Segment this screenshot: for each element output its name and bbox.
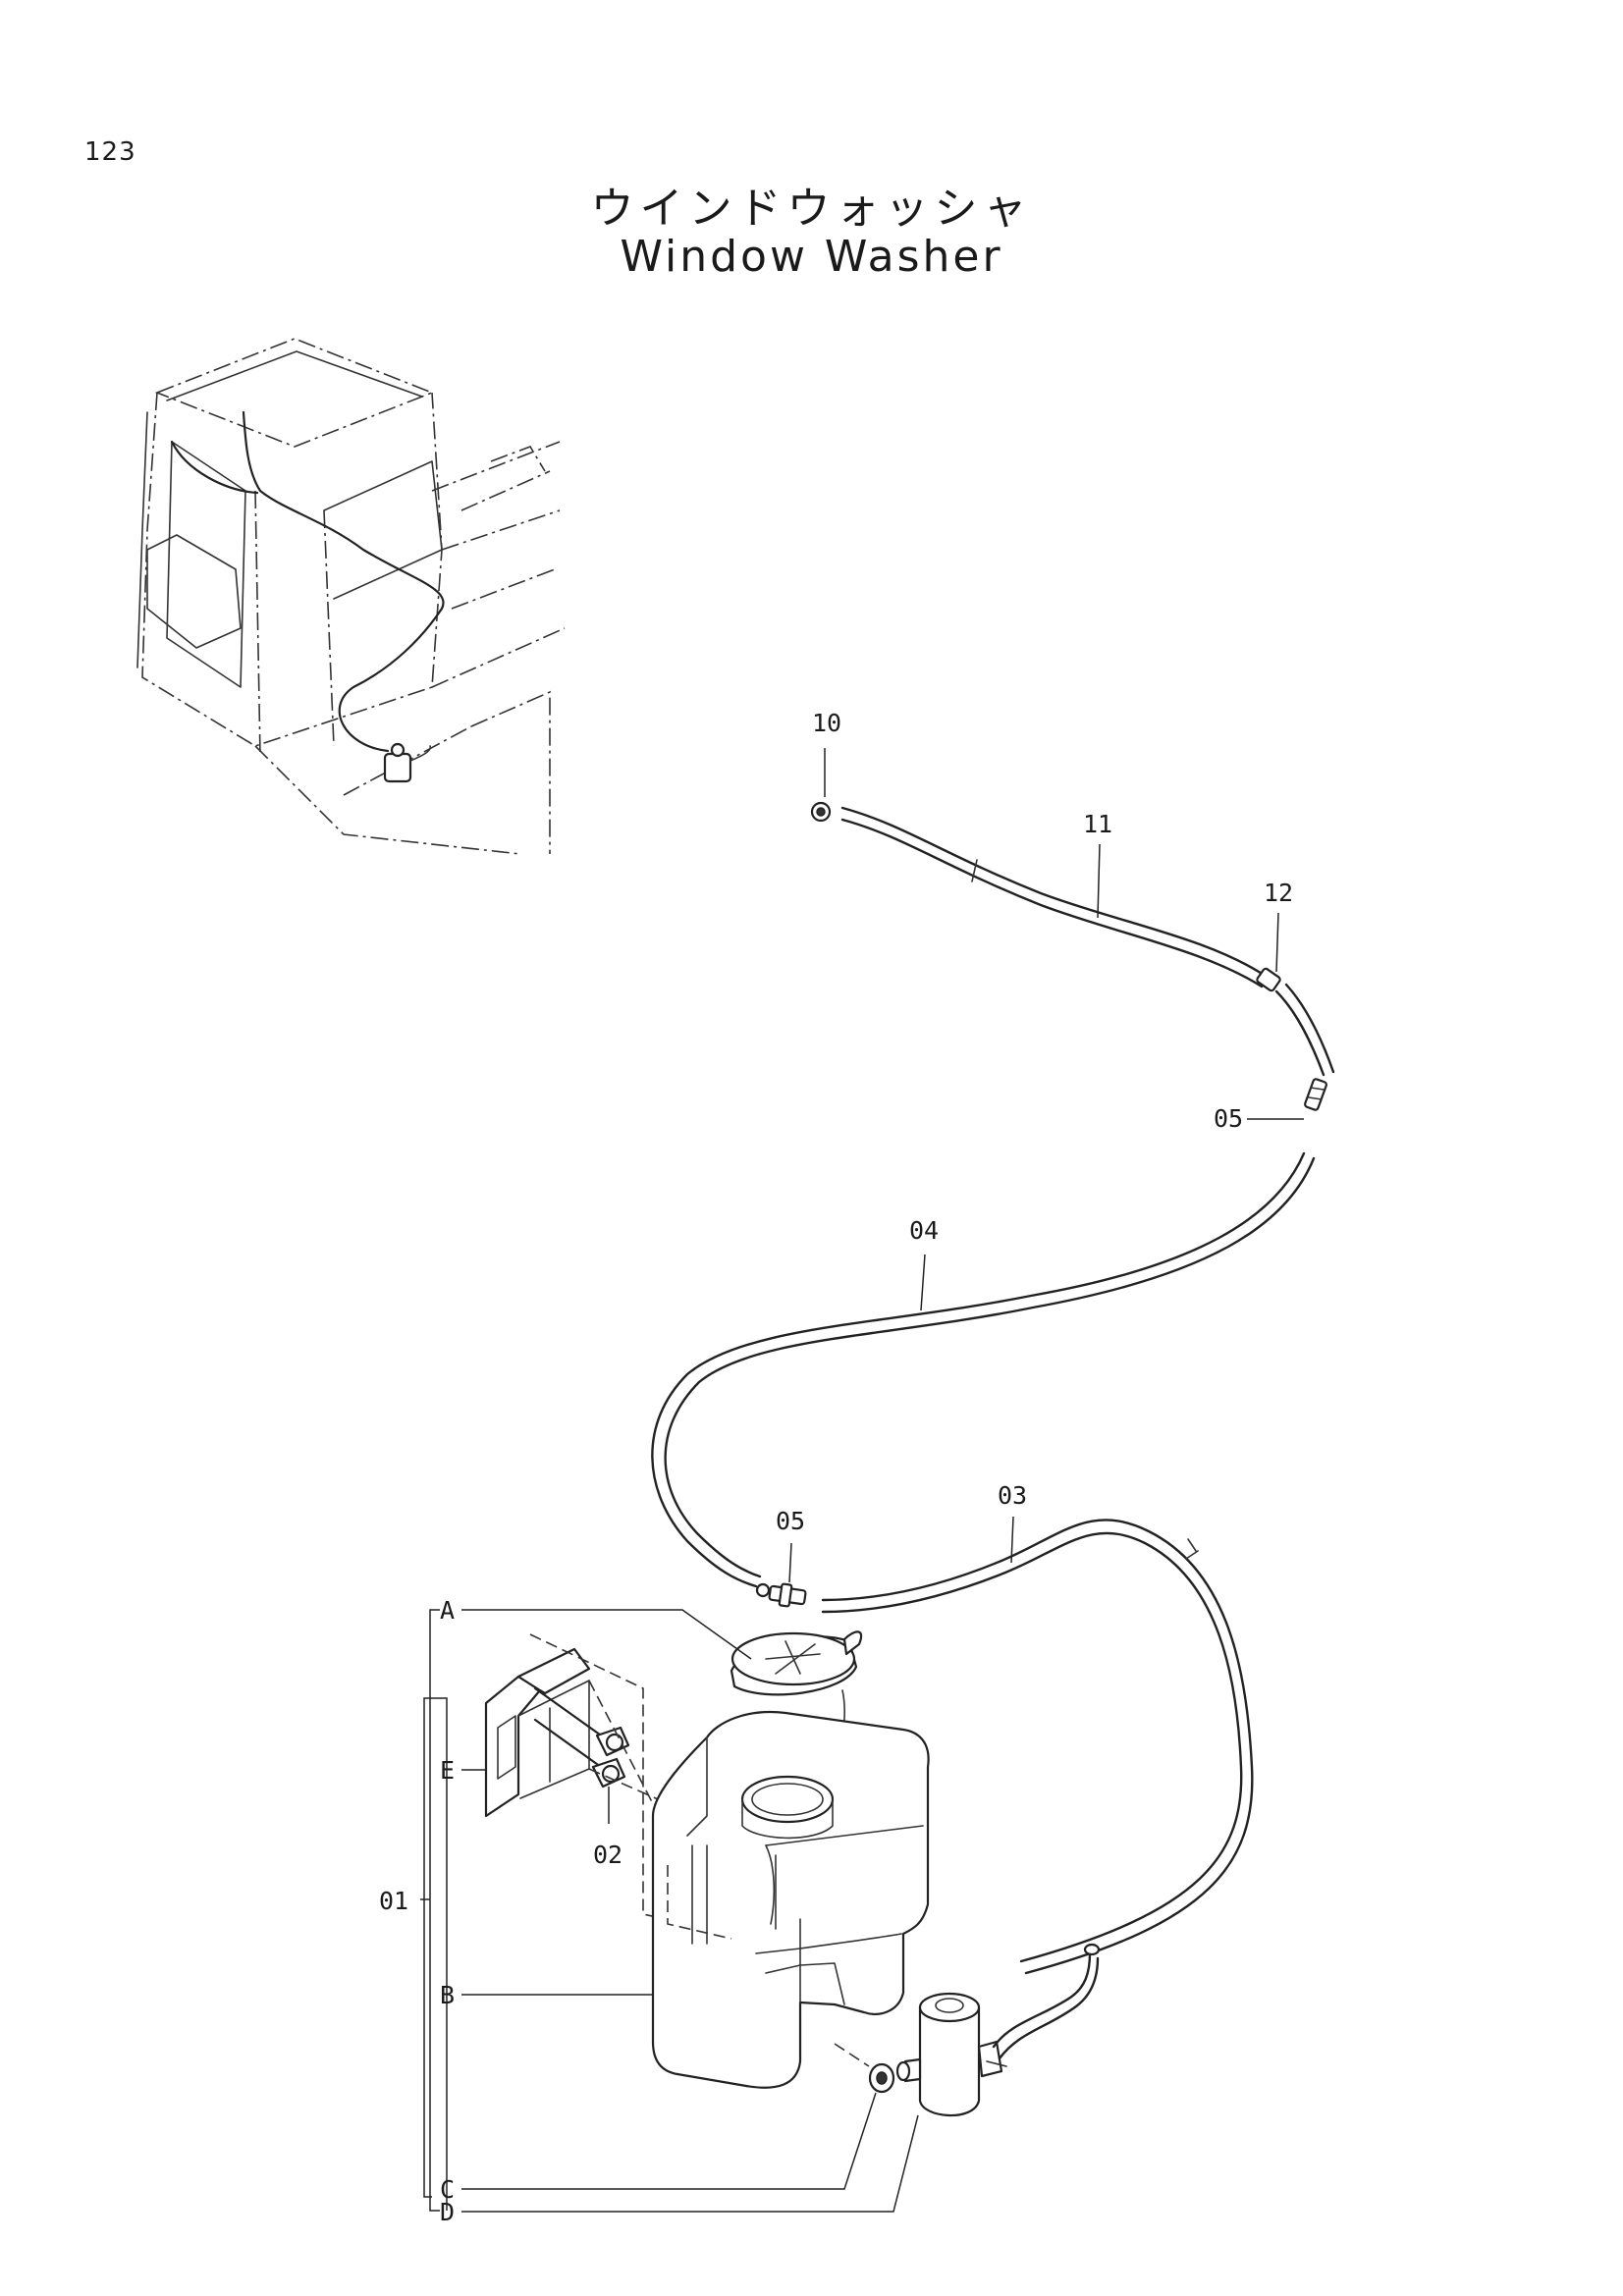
callout-05-lower: 05 — [776, 1507, 805, 1535]
tank-cap — [730, 1630, 863, 1769]
page-number: 123 — [84, 137, 136, 167]
bolts-02 — [533, 1686, 630, 1789]
nozzle-10 — [810, 801, 832, 823]
washer-tank — [651, 1710, 930, 2089]
callout-05-upper: 05 — [1214, 1104, 1243, 1133]
callout-10: 10 — [812, 709, 841, 737]
callout-sub-d: D — [440, 2198, 455, 2226]
callout-sub-c: C — [440, 2175, 455, 2204]
callout-sub-a: A — [440, 1596, 455, 1625]
bracket-e — [484, 1647, 591, 1818]
callout-02: 02 — [593, 1841, 622, 1869]
hose-03 — [821, 1519, 1254, 1975]
hose-11 — [840, 806, 1269, 988]
callout-11: 11 — [1083, 810, 1112, 838]
callout-sub-b: B — [440, 1981, 455, 2009]
callout-01: 01 — [379, 1887, 408, 1915]
cab-overview-illustration — [136, 338, 566, 855]
title-english: Window Washer — [620, 232, 1003, 282]
leader-lines — [420, 748, 1304, 2213]
callout-03: 03 — [998, 1481, 1027, 1510]
hose-04 — [651, 1151, 1316, 1588]
joint-05-lower — [755, 1582, 807, 1608]
joint-05-upper — [1304, 1078, 1327, 1111]
callout-sub-e: E — [440, 1756, 455, 1785]
washer-pump-d — [895, 1943, 1101, 2117]
title-japanese: ウインドウォッシャ — [590, 184, 1033, 234]
callout-04: 04 — [909, 1216, 939, 1245]
grommet-c — [834, 2043, 895, 2094]
callout-labels: 10 11 12 05 04 05 03 02 01 A E B C D — [379, 709, 1293, 2226]
clamp-12 — [1256, 967, 1335, 1077]
callout-12: 12 — [1264, 879, 1293, 907]
